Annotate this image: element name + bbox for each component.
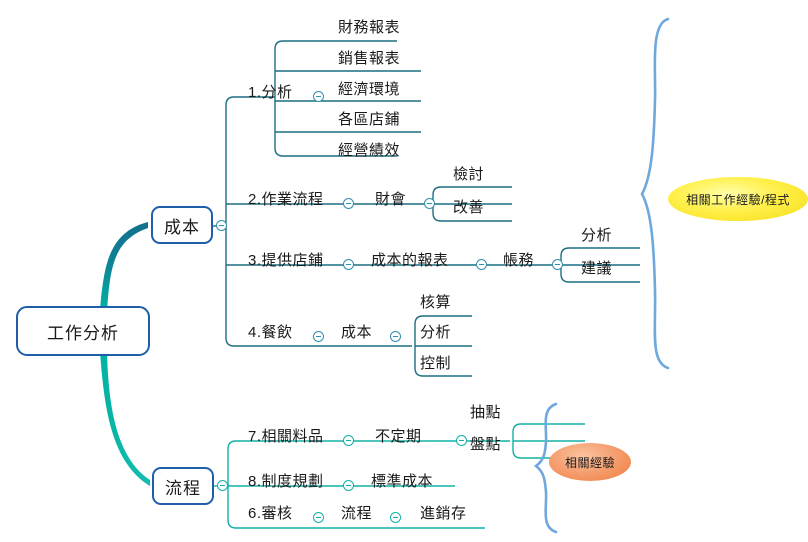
leaf-district-stores[interactable]: 各區店鋪 — [338, 112, 400, 127]
collapse-toggle-analysis[interactable] — [313, 91, 324, 102]
collapse-toggle-cost-report[interactable] — [476, 259, 487, 270]
mid-label-standard-cost[interactable]: 標準成本 — [371, 474, 433, 489]
leaf-stores-analysis[interactable]: 分析 — [581, 228, 612, 243]
collapse-toggle-audit-process[interactable] — [390, 512, 401, 523]
leaf-stock-count[interactable]: 盤點 — [470, 437, 501, 452]
mid-bookkeeping-text: 帳務 — [503, 252, 535, 269]
leaf-spot-check-text: 抽點 — [470, 404, 502, 421]
leaf-economic-environment-text: 經濟環境 — [338, 81, 401, 98]
mid-catering-cost-text: 成本 — [341, 324, 373, 341]
group-label-analysis[interactable]: 1.分析 — [248, 85, 293, 100]
leaf-operating-performance-text: 經營績效 — [338, 142, 401, 159]
leaf-review[interactable]: 檢討 — [453, 167, 484, 182]
collapse-toggle-materials[interactable] — [343, 435, 354, 446]
branch-node-process[interactable]: 流程 — [152, 467, 214, 505]
branch-node-process-label: 流程 — [165, 478, 201, 498]
branch-node-cost[interactable]: 成本 — [151, 206, 213, 244]
group-label-stores[interactable]: 3.提供店鋪 — [248, 253, 324, 268]
leaf-sales-report[interactable]: 銷售報表 — [338, 51, 400, 66]
mid-label-finance-accounting[interactable]: 財會 — [375, 192, 406, 207]
mid-label-bookkeeping[interactable]: 帳務 — [503, 253, 534, 268]
mid-irregular-text: 不定期 — [375, 428, 422, 445]
leaf-control[interactable]: 控制 — [420, 356, 451, 371]
mid-cost-report-text: 成本的報表 — [371, 252, 449, 269]
collapse-toggle-cost[interactable] — [216, 220, 227, 231]
collapse-toggle-bookkeeping[interactable] — [552, 259, 563, 270]
group-label-catering[interactable]: 4.餐飲 — [248, 325, 293, 340]
group-system-plan-text: 8.制度規劃 — [248, 473, 324, 490]
group-materials-text: 7.相關料品 — [248, 428, 324, 445]
collapse-toggle-catering[interactable] — [313, 331, 324, 342]
leaf-financial-report[interactable]: 財務報表 — [338, 20, 400, 35]
leaf-accounting[interactable]: 核算 — [420, 295, 451, 310]
leaf-financial-report-text: 財務報表 — [338, 19, 401, 36]
leaf-stock-count-text: 盤點 — [470, 436, 502, 453]
collapse-toggle-catering-cost[interactable] — [390, 331, 401, 342]
collapse-toggle-stores[interactable] — [343, 259, 354, 270]
mid-label-cost-report[interactable]: 成本的報表 — [371, 253, 449, 268]
leaf-improve[interactable]: 改善 — [453, 200, 484, 215]
branch-node-cost-label: 成本 — [164, 217, 200, 237]
leaf-suggestion[interactable]: 建議 — [581, 261, 612, 276]
trunk-to-cost — [100, 222, 148, 312]
leaf-catering-analysis-text: 分析 — [420, 324, 452, 341]
leaf-operating-performance[interactable]: 經營績效 — [338, 143, 400, 158]
collapse-toggle-irregular[interactable] — [456, 435, 467, 446]
leaf-suggestion-text: 建議 — [581, 260, 613, 277]
group-label-system-plan[interactable]: 8.制度規劃 — [248, 474, 324, 489]
leaf-control-text: 控制 — [420, 355, 452, 372]
callout-experience-programs-label: 相關工作經驗/程式 — [686, 192, 790, 207]
process-spine — [227, 440, 248, 529]
collapse-toggle-audit[interactable] — [313, 512, 324, 523]
leaf-stores-analysis-text: 分析 — [581, 227, 613, 244]
leaf-sales-report-text: 銷售報表 — [338, 50, 401, 67]
leaf-improve-text: 改善 — [453, 199, 485, 216]
mid-standard-cost-text: 標準成本 — [371, 473, 434, 490]
leaf-spot-check[interactable]: 抽點 — [470, 405, 501, 420]
group-label-audit[interactable]: 6.審核 — [248, 506, 293, 521]
mid-label-inventory[interactable]: 進銷存 — [420, 506, 467, 521]
mid-label-irregular[interactable]: 不定期 — [375, 429, 422, 444]
cost-spine — [225, 96, 244, 347]
leaf-review-text: 檢討 — [453, 166, 485, 183]
group-analysis-text: 1.分析 — [248, 84, 293, 101]
leaf-district-stores-text: 各區店鋪 — [338, 111, 401, 128]
collapse-toggle-workflow[interactable] — [343, 198, 354, 209]
mid-finance-accounting-text: 財會 — [375, 191, 407, 208]
mid-inventory-text: 進銷存 — [420, 505, 467, 522]
mid-audit-process-text: 流程 — [341, 505, 373, 522]
leaf-economic-environment[interactable]: 經濟環境 — [338, 82, 400, 97]
group-label-workflow[interactable]: 2.作業流程 — [248, 192, 324, 207]
leaf-accounting-text: 核算 — [420, 294, 452, 311]
callout-experience[interactable]: 相關經驗 — [549, 443, 631, 481]
group-workflow-text: 2.作業流程 — [248, 191, 324, 208]
group-audit-text: 6.審核 — [248, 505, 293, 522]
collapse-toggle-system-plan[interactable] — [343, 480, 354, 491]
root-node-label: 工作分析 — [47, 323, 119, 343]
group-label-materials[interactable]: 7.相關料品 — [248, 429, 324, 444]
group-catering-text: 4.餐飲 — [248, 324, 293, 341]
brace-upper — [640, 17, 670, 370]
callout-experience-programs[interactable]: 相關工作經驗/程式 — [668, 177, 808, 221]
collapse-toggle-finance-accounting[interactable] — [424, 198, 435, 209]
group-stores-text: 3.提供店鋪 — [248, 252, 324, 269]
mid-label-audit-process[interactable]: 流程 — [341, 506, 372, 521]
leaf-catering-analysis[interactable]: 分析 — [420, 325, 451, 340]
collapse-toggle-process[interactable] — [217, 480, 228, 491]
mid-label-catering-cost[interactable]: 成本 — [341, 325, 372, 340]
root-node[interactable]: 工作分析 — [16, 306, 150, 356]
trunk-to-process — [100, 350, 150, 486]
callout-experience-label: 相關經驗 — [564, 455, 615, 470]
